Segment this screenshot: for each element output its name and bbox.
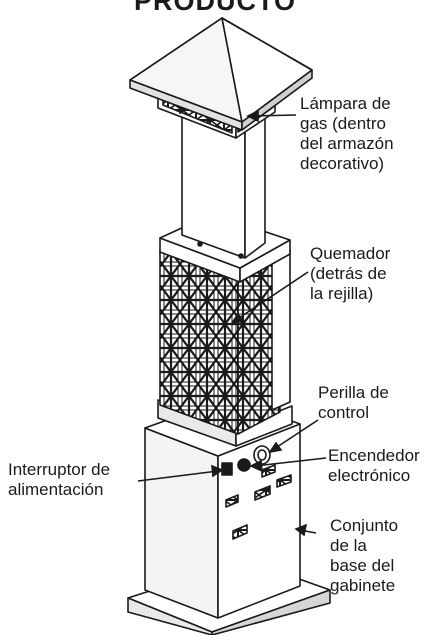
- power-switch-callout: Interruptor de alimentación: [8, 460, 111, 499]
- burner-grille-section: [157, 213, 293, 447]
- burner-callout: Quemador (detrás de la rejilla): [310, 244, 391, 303]
- control-knob-callout: Perilla de control: [318, 383, 389, 422]
- ignitor-callout: Encendedor electrónico: [328, 446, 420, 485]
- leader-lines: [137, 109, 327, 537]
- cabinet-base-callout: Conjunto de la base del gabinete: [330, 516, 399, 595]
- heater-column: [181, 97, 266, 259]
- page-title: PRODUCTO: [133, 0, 296, 16]
- pyramid-cap: [129, 17, 313, 131]
- lamp-callout: Lámpara de gas (dentro del armazón decor…: [300, 94, 394, 173]
